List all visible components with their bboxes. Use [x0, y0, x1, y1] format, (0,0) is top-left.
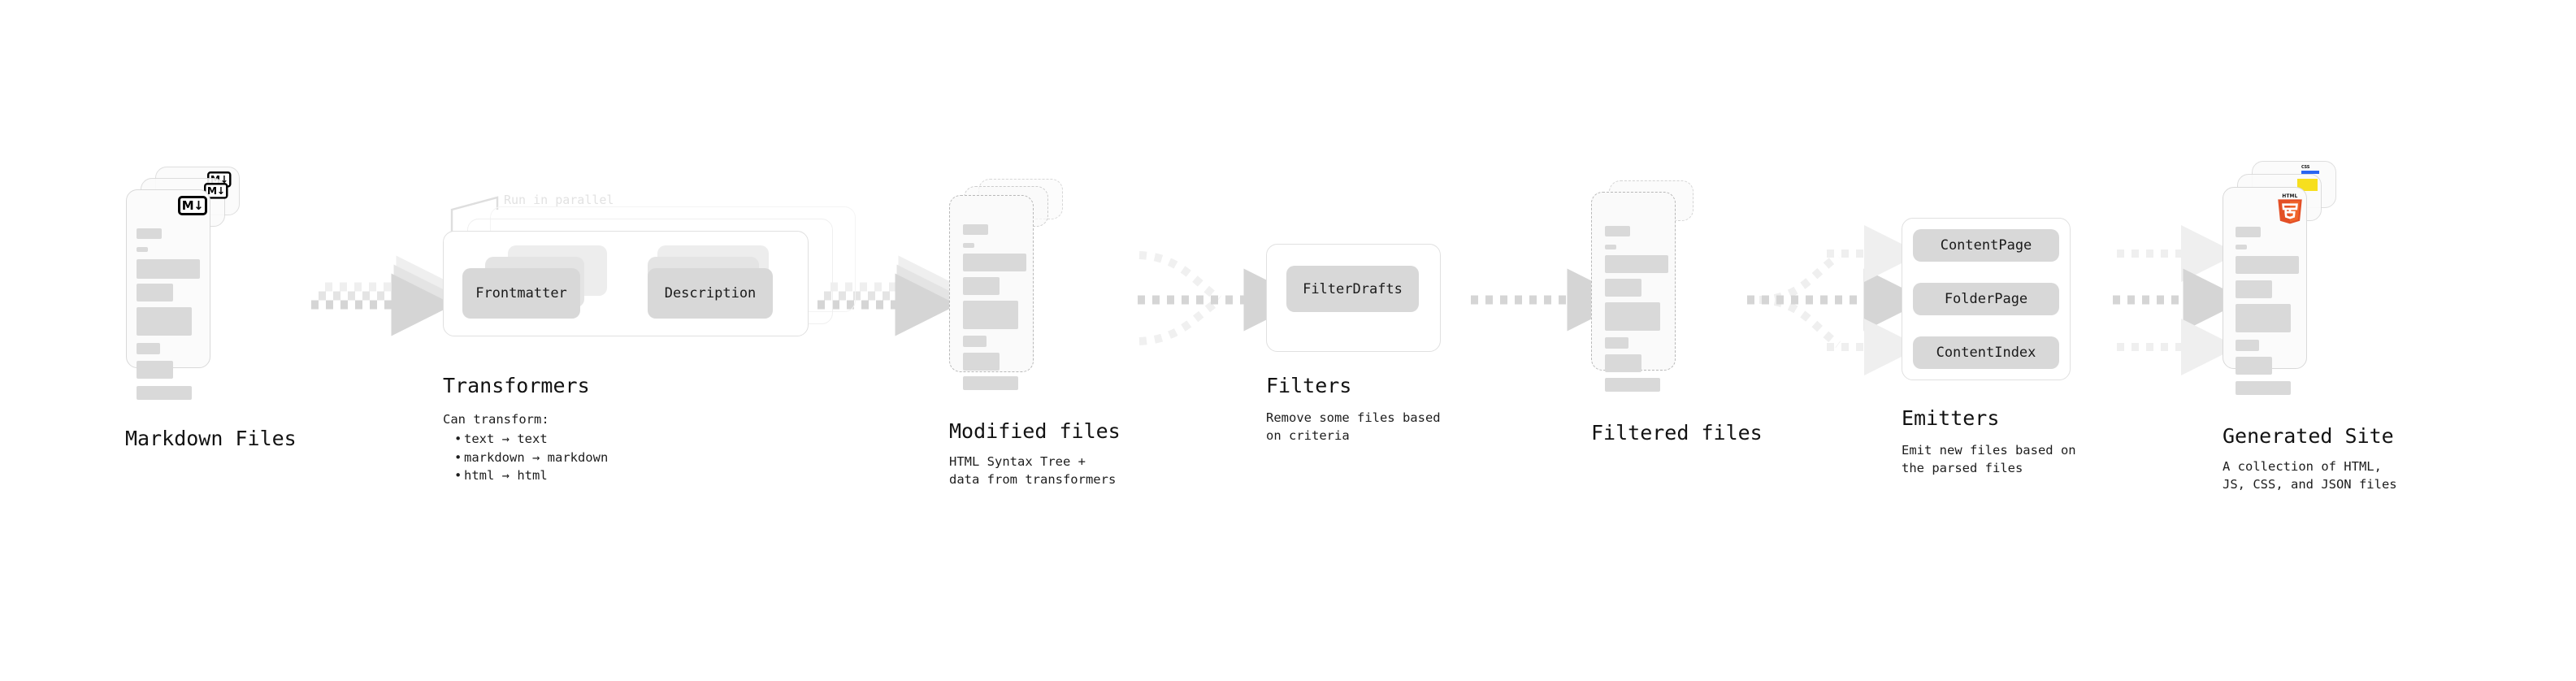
- filtered-files-title: Filtered files: [1591, 421, 1763, 445]
- caption-line: Emit new files based on: [1902, 443, 2076, 458]
- html5-icon: HTML: [2276, 193, 2304, 225]
- skeleton-bar: [137, 361, 173, 379]
- skeleton-bar: [137, 343, 160, 354]
- arrow-modified-to-filters: [1138, 251, 1307, 345]
- skeleton-bar: [963, 254, 1026, 271]
- js-icon: [2297, 179, 2318, 191]
- modified-files-caption: HTML Syntax Tree + data from transformer…: [949, 453, 1116, 489]
- skeleton-bar: [2236, 357, 2272, 375]
- run-in-parallel-label: Run in parallel: [504, 193, 614, 207]
- skeleton-bar: [137, 259, 200, 279]
- emitter-chip-contentpage[interactable]: ContentPage: [1913, 229, 2059, 262]
- skeleton-bar: [963, 224, 988, 235]
- skeleton-bar: [963, 376, 1018, 390]
- skeleton-bar: [137, 284, 173, 301]
- emitter-chip-contentindex[interactable]: ContentIndex: [1913, 336, 2059, 369]
- markdown-card-front: [126, 189, 210, 368]
- skeleton-bar: [963, 277, 1000, 295]
- filters-caption: Remove some files based on criteria: [1266, 409, 1441, 445]
- markdown-files-title: Markdown Files: [125, 427, 297, 450]
- skeleton-bar: [1605, 226, 1630, 236]
- emitters-title: Emitters: [1902, 406, 2000, 430]
- skeleton-bar: [2236, 340, 2259, 351]
- caption-line: the parsed files: [1902, 461, 2023, 476]
- generated-site-title: Generated Site: [2223, 424, 2394, 448]
- skeleton-bar: [1605, 279, 1641, 297]
- transformer-chip-description[interactable]: Description: [648, 268, 773, 319]
- skeleton-bar: [1605, 354, 1641, 372]
- arrow-filtered-to-emitters: [1747, 225, 1927, 375]
- svg-text:HTML: HTML: [2282, 194, 2297, 199]
- emitter-chip-folderpage[interactable]: FolderPage: [1913, 283, 2059, 315]
- css-wordmark: CSS: [2301, 165, 2310, 170]
- skeleton-bar: [2236, 304, 2291, 332]
- skeleton-bar: [137, 386, 192, 400]
- skeleton-bar: [1605, 255, 1668, 273]
- caption-line: JS, CSS, and JSON files: [2223, 477, 2397, 492]
- caption-line: HTML Syntax Tree +: [949, 454, 1086, 469]
- markdown-icon-back-1: M↓: [204, 183, 228, 199]
- skeleton-bar: [963, 301, 1018, 329]
- skeleton-bar: [1605, 245, 1616, 249]
- css-underline: [2301, 171, 2319, 174]
- skeleton-bar: [2236, 280, 2272, 298]
- arrow-markdown-to-transformers: [311, 255, 459, 336]
- transformers-caption-item: markdown → markdown: [454, 449, 608, 467]
- transformers-title: Transformers: [443, 374, 590, 397]
- emitters-caption: Emit new files based on the parsed files: [1902, 441, 2076, 478]
- skeleton-bar: [137, 307, 192, 336]
- caption-line: data from transformers: [949, 472, 1117, 488]
- skeleton-bar: [963, 353, 1000, 371]
- modified-files-title: Modified files: [949, 419, 1121, 443]
- skeleton-bar: [1605, 302, 1660, 331]
- skeleton-bar: [137, 247, 148, 252]
- skeleton-bar: [963, 336, 987, 347]
- transformers-caption-list: text → text markdown → markdown html → h…: [443, 430, 608, 485]
- caption-line: on criteria: [1266, 428, 1350, 444]
- skeleton-bar: [963, 243, 974, 248]
- generated-site-caption: A collection of HTML, JS, CSS, and JSON …: [2223, 458, 2397, 494]
- skeleton-bar: [1605, 378, 1660, 392]
- skeleton-bar: [137, 228, 162, 239]
- filters-title: Filters: [1266, 374, 1352, 397]
- skeleton-bar: [2236, 256, 2299, 274]
- filter-chip-filterdrafts[interactable]: FilterDrafts: [1286, 266, 1419, 312]
- css-icon: CSS: [2301, 166, 2319, 174]
- skeleton-bar: [2236, 227, 2261, 237]
- transformers-caption-lead: Can transform:: [443, 412, 549, 427]
- arrow-emitters-to-site: [2113, 225, 2246, 375]
- caption-line: Remove some files based: [1266, 410, 1441, 425]
- transformers-caption: Can transform: text → text markdown → ma…: [443, 410, 608, 485]
- skeleton-bar: [2236, 381, 2291, 395]
- skeleton-bar: [1605, 337, 1628, 349]
- skeleton-bar: [2236, 245, 2247, 249]
- transformers-caption-item: text → text: [454, 430, 608, 449]
- transformers-caption-item: html → html: [454, 466, 608, 485]
- caption-line: A collection of HTML,: [2223, 459, 2382, 474]
- markdown-icon: M↓: [178, 196, 207, 215]
- transformer-chip-frontmatter[interactable]: Frontmatter: [462, 268, 580, 319]
